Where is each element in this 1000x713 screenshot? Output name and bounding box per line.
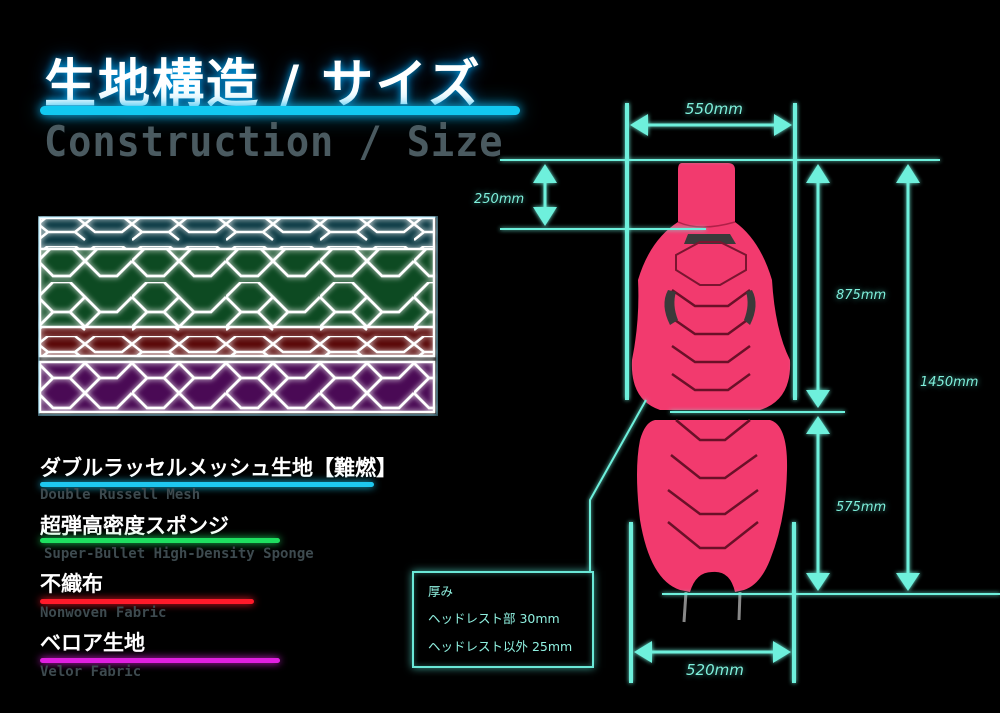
legend-mesh-bar <box>40 482 374 487</box>
page-subtitle: Construction / Size <box>44 117 504 166</box>
legend-sponge-label: 超弾高密度スポンジ <box>40 514 229 538</box>
back-height-label: 875mm <box>836 288 887 303</box>
seat-height-label: 575mm <box>836 500 887 515</box>
thickness-title: 厚み <box>428 584 454 599</box>
legend-sponge-en: Super-Bullet High-Density Sponge <box>44 546 314 562</box>
bottom-width-label: 520mm <box>686 661 744 679</box>
legend-nonwoven-en: Nonwoven Fabric <box>40 605 167 621</box>
title-underline <box>40 106 520 115</box>
headrest-height-label: 250mm <box>474 192 525 207</box>
legend-velor-label: ベロア生地 <box>40 631 145 655</box>
thickness-note-box: 厚み ヘッドレスト部 30mm ヘッドレスト以外 25mm <box>412 571 594 668</box>
legend-nonwoven-label: 不織布 <box>40 572 103 596</box>
legend-velor-en: Velor Fabric <box>40 664 142 680</box>
top-width-label: 550mm <box>685 100 743 118</box>
hex-mesh-illustration <box>38 216 438 416</box>
dimension-lines <box>500 103 1000 683</box>
legend-sponge-bar <box>40 538 280 543</box>
legend-mesh-label: ダブルラッセルメッシュ生地【難燃】 <box>40 456 397 480</box>
total-height-label: 1450mm <box>920 375 979 390</box>
legend-velor-bar <box>40 658 280 663</box>
page-title: 生地構造 / サイズ <box>44 55 482 115</box>
seat-cushion-image <box>631 163 791 623</box>
legend-mesh-en: Double Russell Mesh <box>40 487 201 503</box>
thickness-headrest: ヘッドレスト部 30mm <box>428 611 560 626</box>
legend-nonwoven-bar <box>40 599 254 604</box>
thickness-other: ヘッドレスト以外 25mm <box>428 639 573 654</box>
